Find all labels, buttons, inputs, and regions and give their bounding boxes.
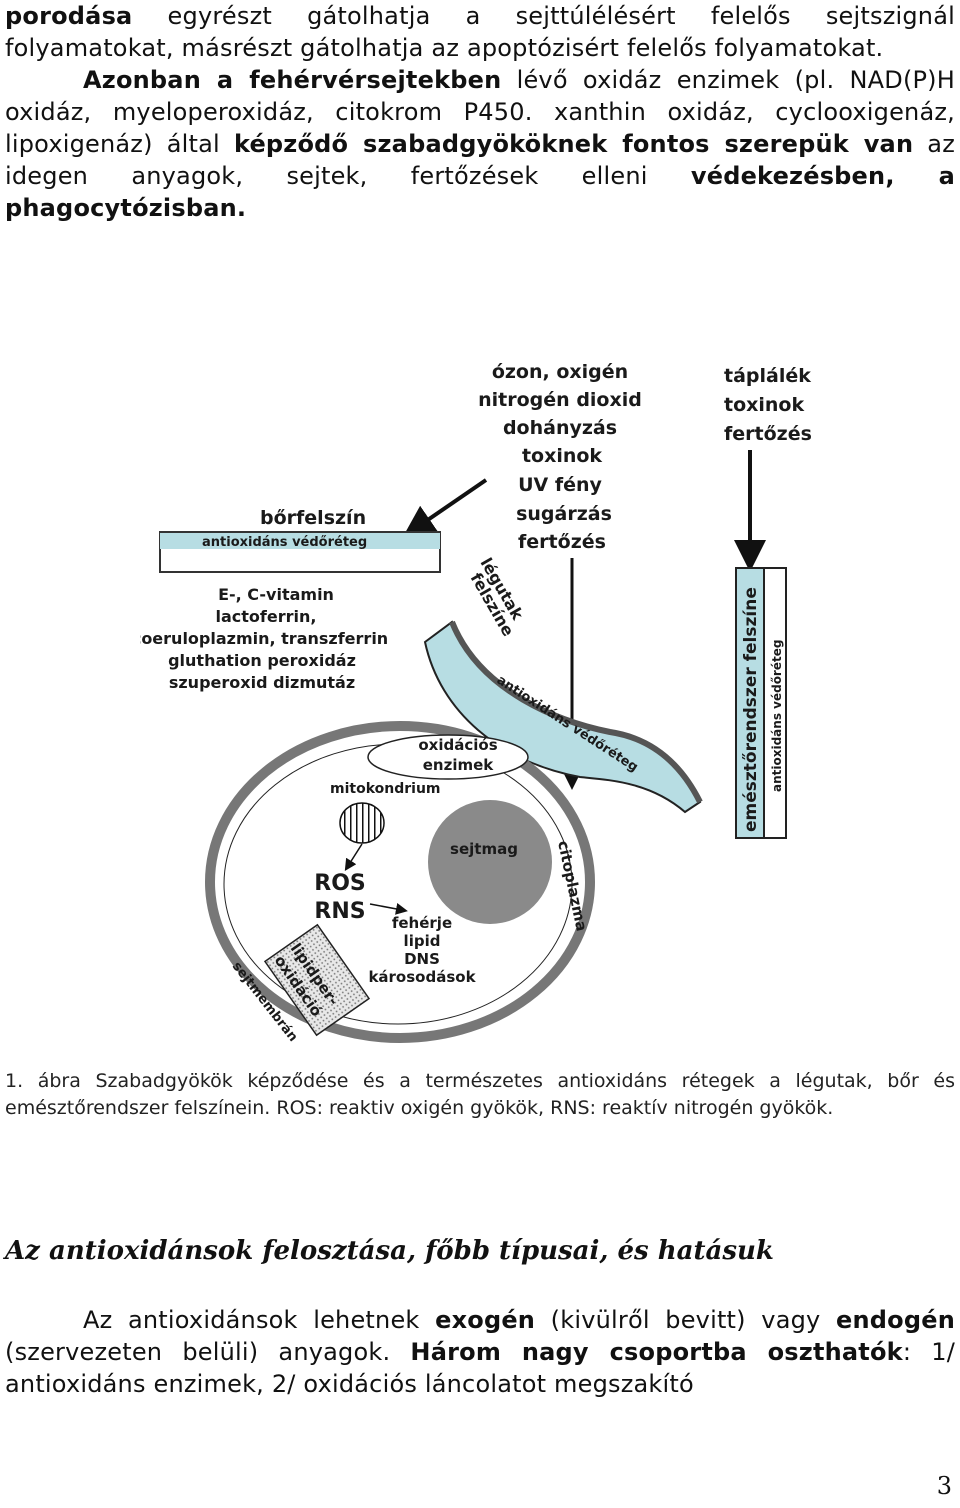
mitochondrion-label: mitokondrium [330, 781, 441, 797]
nucleus-label: sejtmag [450, 840, 518, 858]
ingestion-item: táplálék [724, 365, 811, 387]
bold-term: Három nagy csoportba oszthatók [410, 1338, 903, 1366]
damage-item: DNS [404, 950, 440, 968]
text-span: lévő oxidáz enzimek (pl. NAD(P)H oxidáz,… [5, 66, 955, 158]
bold-term: exogén [435, 1306, 536, 1334]
pollutant-item: ózon, oxigén [492, 361, 628, 383]
lipid-peroxidation-box [263, 923, 371, 1037]
pollutant-item: UV fény [518, 474, 602, 496]
pollutant-item: fertőzés [518, 531, 606, 553]
damage-item: fehérje [392, 914, 452, 932]
page-number: 3 [936, 1472, 952, 1500]
damage-list: fehérje lipid DNS károsodások [368, 914, 476, 986]
intro-paragraph: porodása egyrészt gátolhatja a sejttúlél… [5, 0, 955, 224]
pollutant-item: nitrogén dioxid [478, 389, 642, 411]
bold-term: képződő szabadgyököknek fontos szerepük … [233, 130, 914, 158]
oxidase-label-1: oxidációs [418, 736, 497, 754]
skin-layer-label: antioxidáns védőréteg [202, 535, 367, 550]
antioxidant-item: szuperoxid dizmutáz [169, 673, 355, 692]
pollutant-item: sugárzás [516, 503, 612, 525]
bold-term: Azonban a fehérvérsejtekben [83, 66, 502, 94]
rns-label: RNS [314, 899, 365, 924]
oxidase-label-2: enzimek [423, 756, 495, 774]
antioxidant-list: E-, C-vitamin lactoferrin, coeruloplazmi… [140, 585, 388, 692]
antioxidant-item: lactoferrin, [216, 607, 317, 626]
text-span: (szervezeten belüli) anyagok. [5, 1338, 411, 1366]
nucleus [428, 800, 552, 924]
text-span: az idegen anyagok, sejtek, fertőzések el… [5, 130, 955, 190]
damage-item: lipid [404, 932, 441, 950]
mitochondrion [339, 802, 385, 844]
pollutant-item: dohányzás [503, 417, 617, 439]
antioxidant-item: coeruloplazmin, transzferrin [140, 629, 388, 648]
antioxidant-item: gluthation peroxidáz [168, 651, 356, 670]
text-span: egyrészt gátolhatja a sejttúlélésért fel… [5, 2, 955, 62]
skin-layer [160, 533, 440, 549]
oxidase-enzymes [367, 734, 529, 780]
gut-layer-label: antioxidáns védőréteg [770, 640, 784, 792]
ros-label: ROS [314, 871, 366, 896]
pollutant-item: toxinok [522, 445, 602, 467]
antioxidant-item: E-, C-vitamin [218, 585, 334, 604]
section-paragraph: Az antioxidánsok lehetnek exogén (kivülr… [5, 1304, 955, 1400]
text-span: : 1/ antioxidáns enzimek, 2/ oxidációs l… [5, 1338, 955, 1398]
gut-label: emésztőrendszer felszíne [741, 587, 761, 832]
bold-term: védekezésben, a phagocytózisban. [5, 162, 956, 222]
text-span: (kivülről bevitt) vagy [535, 1306, 837, 1334]
damage-item: károsodások [368, 968, 476, 986]
figure-diagram: ózon, oxigén nitrogén dioxid dohányzás t… [140, 361, 812, 1045]
ingestion-item: fertőzés [724, 423, 812, 445]
arrow-to-skin [402, 478, 488, 538]
ingestion-list: táplálék toxinok fertőzés [724, 365, 812, 445]
bold-term: endogén [836, 1306, 955, 1334]
figure-caption: 1. ábra Szabadgyökök képződése és a term… [5, 1070, 955, 1119]
text-span: Az antioxidánsok lehetnek [83, 1306, 436, 1334]
section-heading: Az antioxidánsok felosztása, főbb típusa… [5, 1236, 774, 1266]
gut-layer [763, 567, 787, 839]
ingestion-item: toxinok [724, 394, 804, 416]
pollutant-list: ózon, oxigén nitrogén dioxid dohányzás t… [478, 361, 642, 553]
bold-term: porodása [5, 2, 133, 30]
figure-free-radicals: ózon, oxigén nitrogén dioxid dohányzás t… [140, 352, 960, 1052]
airway-layer [449, 620, 703, 804]
skin-label: bőrfelszín [260, 507, 366, 529]
